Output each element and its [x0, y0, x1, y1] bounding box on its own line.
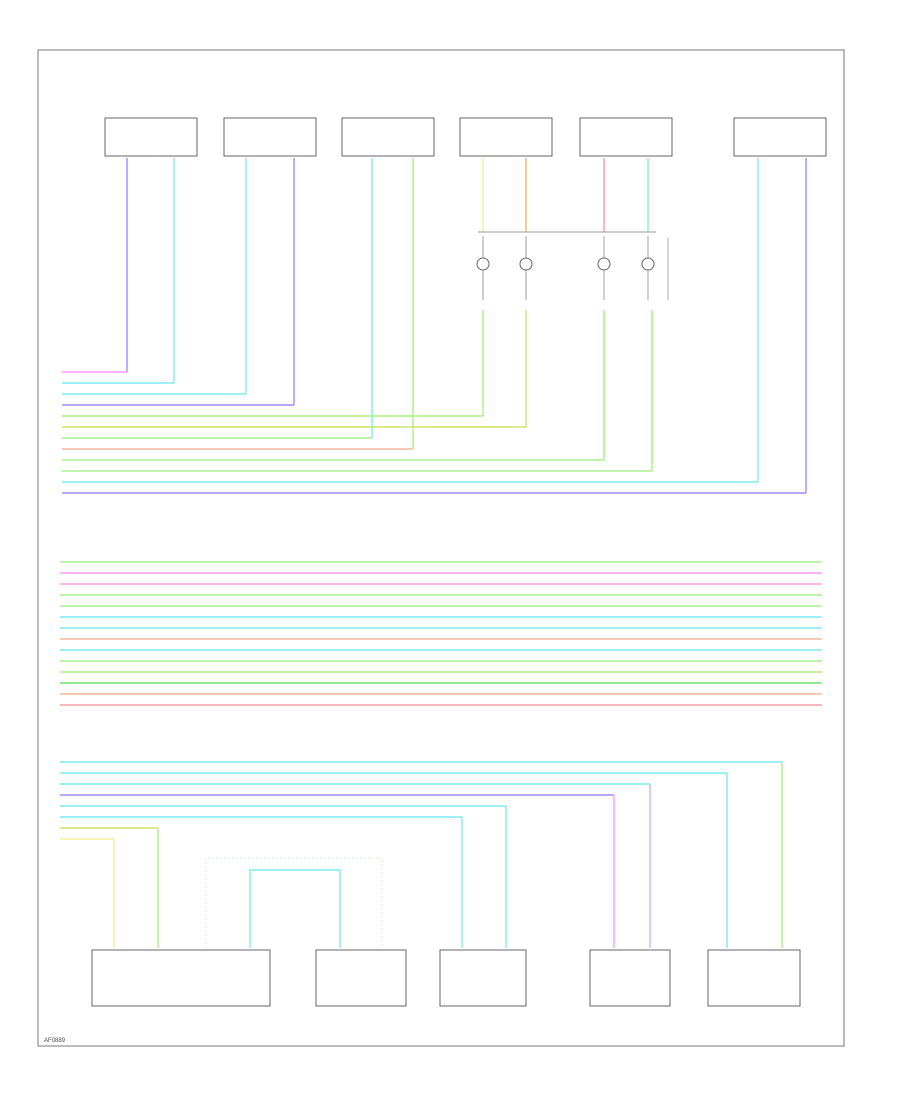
resistor-2 — [519, 257, 533, 271]
connector-bottom-5 — [707, 949, 801, 1007]
connector-top-6 — [733, 117, 827, 157]
top-vertical-wires — [126, 158, 807, 493]
resistor-3 — [597, 257, 611, 271]
top-connectors — [104, 117, 827, 157]
connector-top-1 — [104, 117, 198, 157]
bottom-loop-wire — [249, 869, 341, 948]
connector-bottom-2 — [315, 949, 407, 1007]
connector-top-4 — [459, 117, 553, 157]
splice-area — [476, 231, 669, 300]
resistor-4 — [641, 257, 655, 271]
bottom-connectors — [91, 949, 801, 1007]
diagram-border — [37, 49, 845, 1047]
connector-top-5 — [579, 117, 673, 157]
reference-code: AF0889 — [44, 1038, 66, 1044]
bottom-bus — [60, 761, 783, 948]
connector-bottom-1 — [91, 949, 271, 1007]
connector-top-3 — [341, 117, 435, 157]
bottom-dashed-loop — [205, 857, 383, 948]
resistor-1 — [476, 257, 490, 271]
connector-bottom-4 — [589, 949, 671, 1007]
middle-bus — [60, 561, 822, 706]
connector-bottom-3 — [439, 949, 527, 1007]
connector-top-2 — [223, 117, 317, 157]
top-horizontal-bus — [62, 371, 806, 494]
